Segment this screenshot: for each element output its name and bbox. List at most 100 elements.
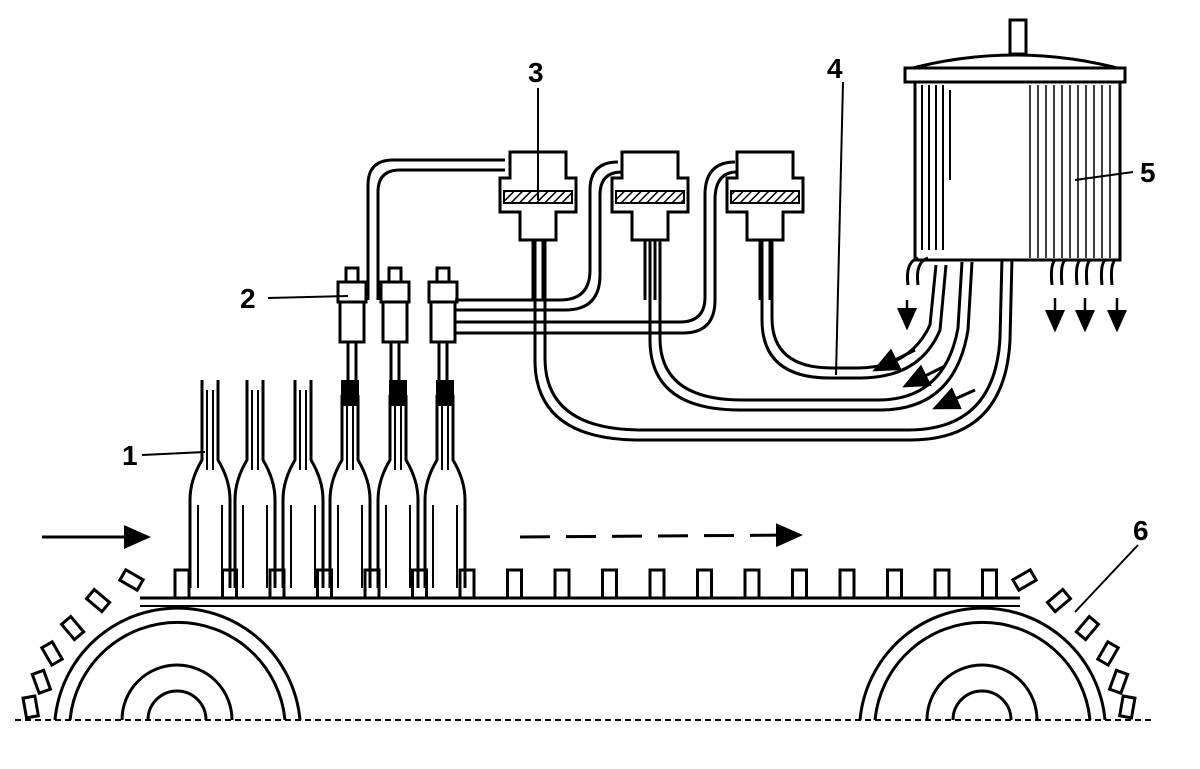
drip-arrows [897, 298, 1127, 333]
bottle-neck-seal [389, 380, 407, 406]
conveyor-tooth [838, 568, 856, 598]
flow-meters [498, 150, 805, 300]
filler-valves [336, 266, 459, 380]
valve-body [381, 300, 409, 344]
bottle-outline [423, 395, 467, 588]
bottle-outline [376, 395, 420, 588]
travel-arrow [519, 523, 803, 548]
leader-4 [835, 81, 844, 376]
conveyor-tooth [506, 568, 523, 598]
left-drum-outer [53, 606, 302, 721]
conveyor-tooth [117, 567, 146, 593]
hose-meter3-tank [760, 240, 948, 380]
right-hub-outer [925, 663, 1039, 721]
bottle-shading [197, 390, 223, 588]
tank [903, 18, 1127, 262]
conveyor-tooth [1117, 694, 1137, 720]
conveyor-tooth [553, 568, 571, 598]
bottle [281, 380, 325, 588]
hose-meter2-tank-inner [658, 240, 964, 402]
label-bottles: 1 [122, 440, 138, 471]
hose-valve3-meter3-inner [455, 170, 738, 335]
tank-ribs [921, 85, 1111, 258]
label-filler-valves: 2 [240, 283, 256, 314]
conveyor-tooth [59, 614, 86, 642]
right-hub-inner [951, 689, 1013, 721]
bottle [188, 380, 232, 588]
meter-outlet [531, 240, 545, 300]
hoses [366, 158, 1014, 442]
bottle-outline [233, 380, 277, 588]
tank-outlets [906, 256, 1117, 286]
hose-meter1-tank [533, 240, 1014, 442]
bottle-outline [188, 380, 232, 588]
tank-top-pipe [1008, 18, 1028, 56]
conveyor-teeth [21, 567, 1137, 720]
leader-2 [267, 295, 349, 299]
hose-flow-arrows [872, 348, 976, 410]
valve-head [427, 280, 459, 304]
hose-valve1-meter1-inner [376, 168, 505, 300]
conveyor-tooth [1095, 639, 1121, 668]
bottle-neck-seal [341, 380, 359, 406]
filler-valve [427, 266, 459, 380]
flow-arrow [872, 348, 916, 372]
conveyor-tooth [981, 568, 998, 598]
conveyor [15, 596, 1155, 721]
conveyor-tooth [173, 568, 191, 598]
tank-body [913, 80, 1122, 262]
tank-lid [904, 53, 1126, 72]
direction-arrows [42, 523, 803, 549]
hose-valve1-meter1 [366, 158, 505, 300]
leader-1 [141, 451, 206, 456]
conveyor-tooth [886, 568, 903, 598]
flow-meter [725, 150, 805, 300]
meter-outlet [758, 240, 772, 300]
conveyor-tooth [21, 694, 41, 720]
valve-head [336, 280, 368, 304]
bottle-shading [337, 405, 363, 588]
valve-cap [387, 266, 403, 284]
hose-valve2-meter2-inner [455, 170, 623, 312]
valve-stem [437, 342, 449, 380]
conveyor-tooth [743, 568, 761, 598]
conveyor-tooth [39, 639, 65, 668]
leader-lines [141, 81, 1139, 613]
label-hoses: 4 [827, 53, 843, 84]
conveyor-tooth [933, 568, 951, 598]
flow-arrow [902, 364, 946, 388]
conveyor-tooth [30, 668, 53, 696]
flow-arrow [932, 387, 976, 410]
leader-6 [1074, 544, 1139, 613]
valve-body [338, 300, 366, 344]
hose-valve2-meter2 [455, 160, 619, 302]
bottle-neck-seal [436, 380, 454, 406]
bottle [376, 380, 420, 588]
bottle-shading [242, 390, 268, 588]
valve-head [379, 280, 411, 304]
left-hub-outer [120, 663, 234, 721]
valve-stem [346, 342, 358, 380]
hose-valve3-meter3 [455, 160, 736, 324]
conveyor-tooth [1074, 614, 1101, 642]
bottle-shading [385, 405, 411, 588]
conveyor-tooth [648, 568, 666, 598]
label-flow-meters: 3 [528, 57, 544, 88]
conveyor-tooth [696, 568, 713, 598]
conveyor-tooth [601, 568, 618, 598]
conveyor-tooth [84, 587, 112, 614]
filler-valve [379, 266, 411, 380]
bottles [188, 380, 467, 588]
bottle-outline [281, 380, 325, 588]
conveyor-tooth [1010, 567, 1039, 593]
label-tank: 5 [1140, 157, 1156, 188]
meter-filter [615, 190, 685, 204]
bottle [233, 380, 277, 588]
tank-rim [903, 66, 1127, 84]
bottle [423, 380, 467, 588]
right-drum-outer [858, 606, 1107, 721]
conveyor-tooth [1107, 668, 1130, 696]
left-hub-inner [146, 689, 208, 721]
